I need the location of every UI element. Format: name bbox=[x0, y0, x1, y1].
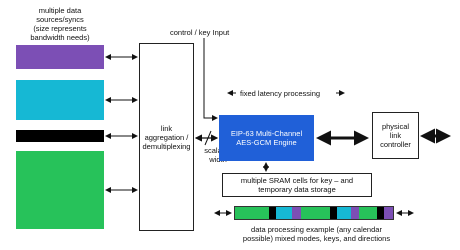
source-bar-green bbox=[16, 151, 104, 229]
strip-seg bbox=[337, 207, 351, 219]
strip-seg bbox=[350, 207, 359, 219]
strip-seg bbox=[235, 207, 270, 219]
strip-seg bbox=[291, 207, 301, 219]
strip-seg bbox=[358, 207, 378, 219]
source-bar-black bbox=[16, 130, 104, 142]
engine-label: EIP-63 Multi-Channel AES-GCM Engine bbox=[230, 129, 303, 147]
scalable-width-label: scalable width bbox=[204, 146, 232, 164]
physical-link-controller-block: physical link controller bbox=[372, 112, 419, 159]
example-strip bbox=[234, 206, 394, 220]
aes-gcm-engine-block: EIP-63 Multi-Channel AES-GCM Engine bbox=[219, 115, 314, 161]
strip-seg bbox=[275, 207, 292, 219]
sram-block: multiple SRAM cells for key – and tempor… bbox=[222, 173, 372, 197]
fixed-latency-label: fixed latency processing bbox=[240, 89, 321, 98]
link-aggregation-block: link aggregation / demultiplexing bbox=[139, 43, 194, 231]
strip-seg bbox=[383, 207, 393, 219]
sources-title: multiple data sources/syncs (size repres… bbox=[30, 6, 90, 42]
link-aggregation-label: link aggregation / demultiplexing bbox=[142, 123, 191, 151]
sram-label: multiple SRAM cells for key – and tempor… bbox=[240, 176, 354, 194]
control-input-label: control / key Input bbox=[170, 28, 230, 37]
source-bar-cyan bbox=[16, 80, 104, 120]
scalable-width-tick bbox=[204, 130, 212, 146]
example-caption: data processing example (any calendar po… bbox=[242, 225, 391, 243]
strip-seg bbox=[330, 207, 338, 219]
strip-seg bbox=[377, 207, 384, 219]
arrow-control-input bbox=[203, 38, 218, 121]
strip-seg bbox=[269, 207, 276, 219]
strip-seg bbox=[300, 207, 331, 219]
source-bar-purple bbox=[16, 45, 104, 69]
physical-link-label: physical link controller bbox=[380, 122, 411, 149]
